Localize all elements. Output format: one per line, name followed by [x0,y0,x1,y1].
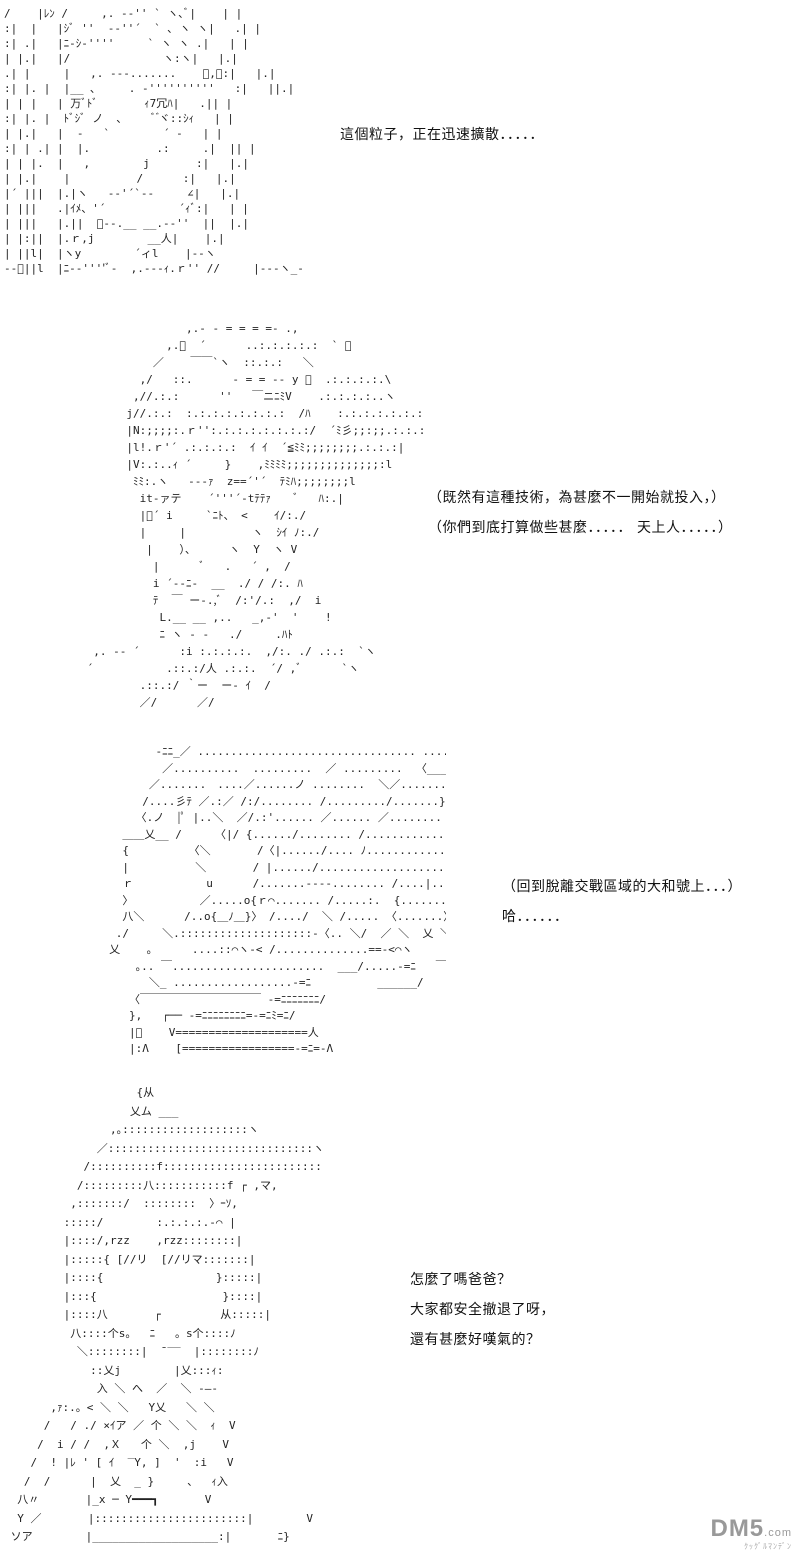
watermark-domain: .com [764,1527,792,1539]
dialogue-1: 這個粒子，正在迅速擴散．．．．． [340,120,544,150]
dialogue-line: （你們到底打算做些甚麼．．．．． 天上人．．．．．） [428,520,733,536]
panel-4: {从 乂ム ___ ,｡:::::::::::::::::::ヽ ／::::::… [0,1082,800,1557]
watermark-brand: DM5 [710,1515,765,1542]
dialogue-line: 還有甚麼好嘆氣的？ [410,1332,541,1348]
watermark-subtext: ｸｯｸﾞﾙﾏﾝﾃﾞﾝ [744,1542,792,1551]
dialogue-2: （既然有這種技術，為甚麼不一開始就投入，） （你們到底打算做些甚麼．．．．． 天… [428,483,732,543]
panel-2: ,.- ‐ = = = =- ., ,.ﾞ ´ ..:.:.:.:.: ` 、 … [0,318,800,728]
dialogue-4: 怎麼了嗎爸爸？ 大家都安全撤退了呀， 還有甚麼好嘆氣的？ [410,1265,555,1355]
dialogue-line: （既然有這種技術，為甚麼不一開始就投入，） [428,490,726,506]
ascii-art-long-haired-woman: / |ﾚﾝ / ,. -‐'' ` ヽ､ﾞ| | | :| | |ｼﾞ '' -… [4,7,304,275]
ascii-art-girl-holding-hands: {从 乂ム ___ ,｡:::::::::::::::::::ヽ ／::::::… [10,1086,325,1543]
dialogue-line: 這個粒子，正在迅速擴散．．．．． [340,127,544,143]
panel-1: / |ﾚﾝ / ,. -‐'' ` ヽ､ﾞ| | | :| | |ｼﾞ '' -… [0,0,800,300]
panel-3: ‐ﾆﾆ_／ ................................. … [0,742,800,1067]
dialogue-3: （回到脫離交戰區域的大和號上．．．） 哈．．．．．． [502,872,742,932]
site-watermark-logo: DM5.com ｸｯｸﾞﾙﾏﾝﾃﾞﾝ [710,1515,792,1551]
dialogue-line: 大家都安全撤退了呀， [410,1302,555,1318]
dialogue-line: 哈．．．．．． [502,909,569,925]
ascii-art-worried-man: ,.- ‐ = = = =- ., ,.ﾞ ´ ..:.:.:.:.: ` 、 … [86,322,425,709]
ascii-art-battleship-scene: ‐ﾆﾆ_／ ................................. … [109,745,446,1055]
dialogue-line: 怎麼了嗎爸爸？ [410,1272,512,1288]
dialogue-line: （回到脫離交戰區域的大和號上．．．） [502,879,742,895]
